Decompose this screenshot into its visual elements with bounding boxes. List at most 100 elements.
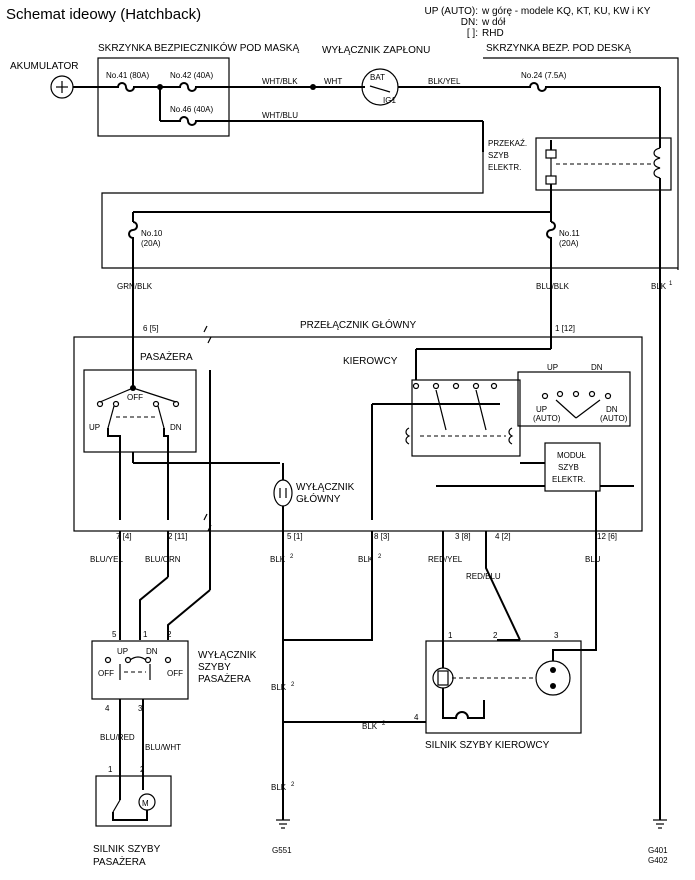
legend-key-dn: DN: [461, 17, 478, 28]
wire-blu-label: BLU [585, 555, 601, 564]
driver-motor-pulser [535, 660, 571, 696]
wire-blu-blk-label: BLU/BLK [536, 282, 570, 291]
wire-blu-red-label: BLU/RED [100, 733, 135, 742]
relay-label-1: PRZEKAŹ. [488, 139, 527, 148]
passenger-motor-label-2: PASAŻERA [93, 855, 146, 868]
fuse-24-label: No.24 (7.5A) [521, 71, 567, 80]
passenger-up-label: UP [89, 423, 100, 432]
legend-value-dn: w dół [481, 17, 506, 28]
module-label-3: ELEKTR. [552, 475, 585, 484]
driver-section [411, 379, 521, 457]
passenger-dn-label: DN [170, 423, 182, 432]
auto-dn-auto-label-2: (AUTO) [600, 414, 628, 423]
driver-auto-switch[interactable] [517, 371, 631, 427]
ignition-ig1-label: IG1 [383, 96, 396, 105]
pin-pw-4: 4 [105, 704, 110, 713]
pin-main-8: 8 [3] [374, 532, 390, 541]
auto-up-auto-label-1: UP [536, 405, 547, 414]
pin-pw-3: 3 [138, 704, 143, 713]
wire-grn-blk-label: GRN/BLK [117, 282, 153, 291]
ground-g551-label: G551 [272, 846, 292, 855]
wire-blk2-sup-c: 2 [382, 721, 386, 727]
pw-up-label: UP [117, 647, 128, 656]
ground-g401-symbol [653, 819, 667, 829]
auto-dn-label: DN [591, 363, 603, 372]
pin-pw-5: 5 [112, 630, 117, 639]
legend-value-rhd: RHD [482, 28, 504, 39]
master-switch[interactable] [273, 479, 293, 507]
pin-main-7: 7 [4] [116, 532, 132, 541]
passenger-switch-label-3: PASAŻERA [198, 672, 251, 685]
pin-main-1: 1 [12] [555, 324, 575, 333]
passenger-window-motor [95, 775, 172, 827]
master-switch-label-2: GŁÓWNY [296, 492, 341, 505]
legend: UP (AUTO): w górę - modele KQ, KT, KU, K… [424, 6, 650, 39]
wire-blk1-label: BLK [651, 282, 667, 291]
passenger-window-switch[interactable] [91, 640, 189, 700]
driver-section-label: KIEROWCY [343, 356, 398, 367]
passenger-section-label: PASAŻERA [140, 350, 193, 363]
underhood-fuse-box [97, 57, 230, 137]
pin-pw-2: 2 [167, 630, 172, 639]
pin-main-12: 12 [6] [597, 532, 617, 541]
pin-dm-3: 3 [554, 631, 559, 640]
underhood-fuse-box-label: SKRZYNKA BEZPIECZNIKÓW POD MASKĄ [98, 41, 299, 54]
battery-symbol [50, 75, 74, 99]
relay-label-2: SZYB [488, 151, 509, 160]
wire-blk2-label-d: BLK [271, 683, 287, 692]
pin-main-5: 5 [1] [287, 532, 303, 541]
main-switch-assembly-label: PRZEŁĄCZNIK GŁÓWNY [300, 318, 416, 331]
ground-g401-label: G401 [648, 846, 668, 855]
pin-main-6: 6 [5] [143, 324, 159, 333]
pin-main-4: 4 [2] [495, 532, 511, 541]
wire-blk2-sup-e: 2 [291, 782, 295, 788]
fuse-10-label-2: (20A) [141, 239, 161, 248]
wire-blu-wht-label: BLU/WHT [145, 743, 181, 752]
relay-coil [653, 147, 661, 179]
fuse-46-label: No.46 (40A) [170, 105, 213, 114]
passenger-switch-label-1: WYŁĄCZNIK [198, 650, 257, 661]
diagram-title: Schemat ideowy (Hatchback) [6, 6, 201, 23]
legend-key-rhd: [ ]: [467, 28, 478, 39]
pw-off-label-1: OFF [98, 669, 114, 678]
auto-up-auto-label-2: (AUTO) [533, 414, 561, 423]
pin-pw-1: 1 [143, 630, 148, 639]
fuse-41-label: No.41 (80A) [106, 71, 149, 80]
pin-pm-2: 2 [140, 765, 145, 774]
pin-dm-4: 4 [414, 713, 419, 722]
fuse-11-label-1: No.11 [559, 229, 580, 238]
master-switch-label-1: WYŁĄCZNIK [296, 482, 355, 493]
driver-relay-coil-2 [508, 427, 514, 445]
under-dash-fuse-box-label: SKRZYNKA BEZP. POD DESKĄ [486, 43, 631, 54]
passenger-motor-m: M [142, 799, 149, 808]
pin-dm-2: 2 [493, 631, 498, 640]
driver-motor-label: SILNIK SZYBY KIEROWCY [425, 740, 550, 751]
wire-wht-blk-label: WHT/BLK [262, 77, 298, 86]
wire-blk2-label-b: BLK [358, 555, 374, 564]
passenger-switch-label-2: SZYBY [198, 662, 231, 673]
module-label-1: MODUŁ [557, 451, 586, 460]
fuse-46 [160, 116, 255, 126]
legend-value-up: w górę - modele KQ, KT, KU, KW i KY [481, 6, 651, 17]
auto-dn-auto-label-1: DN [606, 405, 618, 414]
wire-blk2-sup-d: 2 [291, 682, 295, 688]
fuse-42 [160, 82, 255, 92]
pw-off-label-2: OFF [167, 669, 183, 678]
pin-main-2: 2 [11] [168, 532, 187, 541]
legend-key-up: UP (AUTO): [424, 6, 478, 17]
driver-window-motor [425, 640, 582, 734]
fuse-10 [128, 221, 138, 250]
battery-label: AKUMULATOR [10, 61, 79, 72]
fuse-11-label-2: (20A) [559, 239, 579, 248]
wire-blk2-label-e: BLK [271, 783, 287, 792]
wire-wht-label: WHT [324, 77, 342, 86]
power-window-relay [535, 137, 672, 191]
wire-blu-yel-label: BLU/YEL [90, 555, 123, 564]
fuse-41 [114, 82, 160, 92]
pin-dm-1: 1 [448, 631, 453, 640]
wire-blk-yel-label: BLK/YEL [428, 77, 461, 86]
auto-up-label: UP [547, 363, 558, 372]
fuse-10-label-1: No.10 [141, 229, 163, 238]
passenger-off-label: OFF [127, 393, 143, 402]
